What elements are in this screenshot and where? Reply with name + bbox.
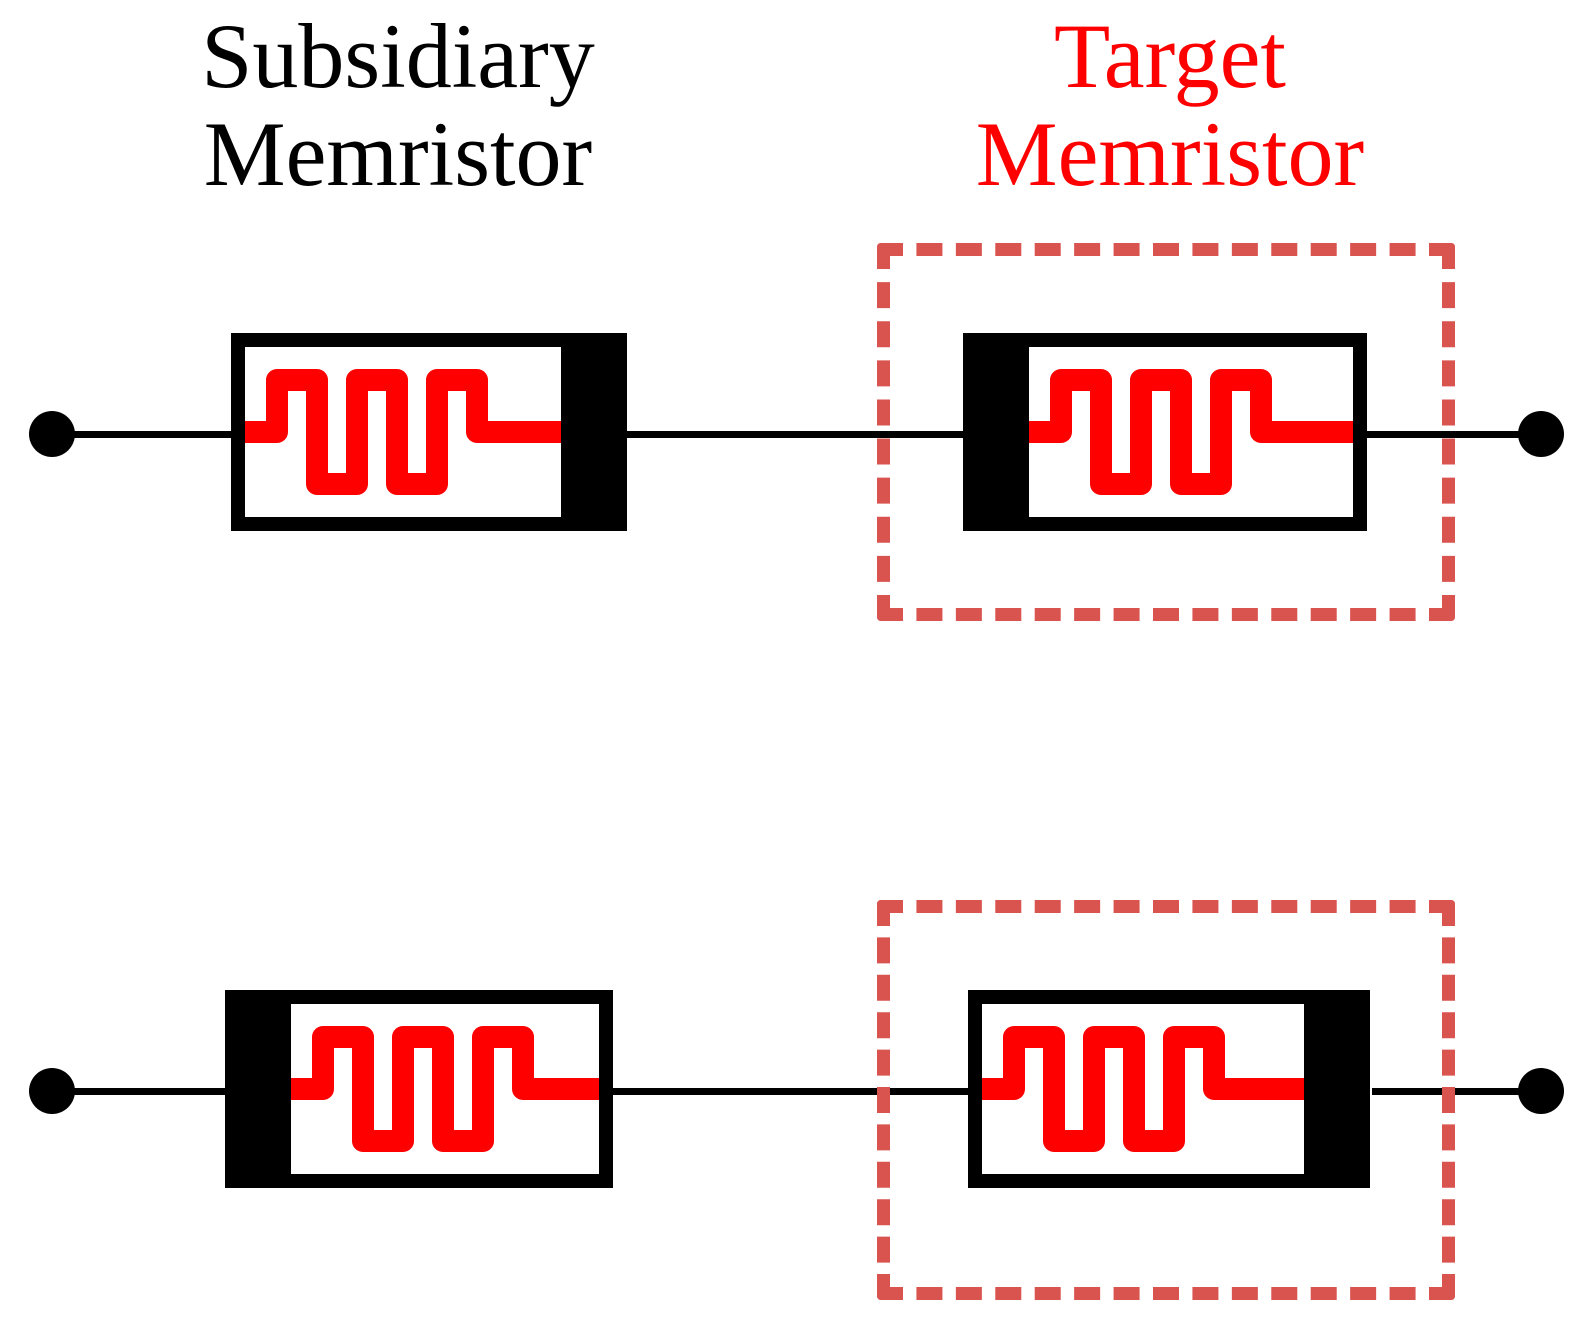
memristor-body bbox=[245, 347, 561, 517]
highlight-box-target-top bbox=[877, 243, 1455, 621]
label-target-memristor-top: Target Memristor bbox=[930, 5, 1410, 205]
square-wave-icon bbox=[1029, 347, 1353, 517]
highlight-box-target-bottom bbox=[877, 900, 1455, 1300]
label-line-1: Subsidiary bbox=[201, 5, 595, 107]
wire-middle-bottom bbox=[602, 1088, 972, 1095]
memristor-body bbox=[982, 1004, 1304, 1174]
square-wave-icon bbox=[982, 1004, 1304, 1174]
square-wave-icon bbox=[291, 1004, 599, 1174]
circuit-row-bottom: Subsidiary Memristor Target Memristor bbox=[0, 660, 1592, 1321]
terminal-dot-left-bottom bbox=[29, 1068, 75, 1114]
memristor-subsidiary-top[interactable] bbox=[231, 333, 627, 531]
memristor-body bbox=[291, 1004, 599, 1174]
terminal-dot-right-bottom bbox=[1518, 1068, 1564, 1114]
label-line-1: Target bbox=[1054, 5, 1286, 107]
square-wave-icon bbox=[245, 347, 561, 517]
memristor-target-bottom[interactable] bbox=[968, 990, 1370, 1188]
label-line-2: Memristor bbox=[975, 102, 1365, 205]
label-line-2: Memristor bbox=[203, 102, 593, 205]
memristor-target-top[interactable] bbox=[963, 333, 1367, 531]
circuit-row-top: Subsidiary Memristor Target Memristor bbox=[0, 0, 1592, 660]
wire-left-top bbox=[60, 431, 240, 438]
wire-left-bottom bbox=[60, 1088, 235, 1095]
memristor-subsidiary-bottom[interactable] bbox=[225, 990, 613, 1188]
label-subsidiary-memristor-top: Subsidiary Memristor bbox=[118, 5, 678, 205]
memristor-body bbox=[1029, 347, 1353, 517]
wire-right-bottom bbox=[1372, 1088, 1545, 1095]
wire-middle-top bbox=[612, 431, 977, 438]
terminal-dot-right-top bbox=[1518, 411, 1564, 457]
terminal-dot-left-top bbox=[29, 411, 75, 457]
